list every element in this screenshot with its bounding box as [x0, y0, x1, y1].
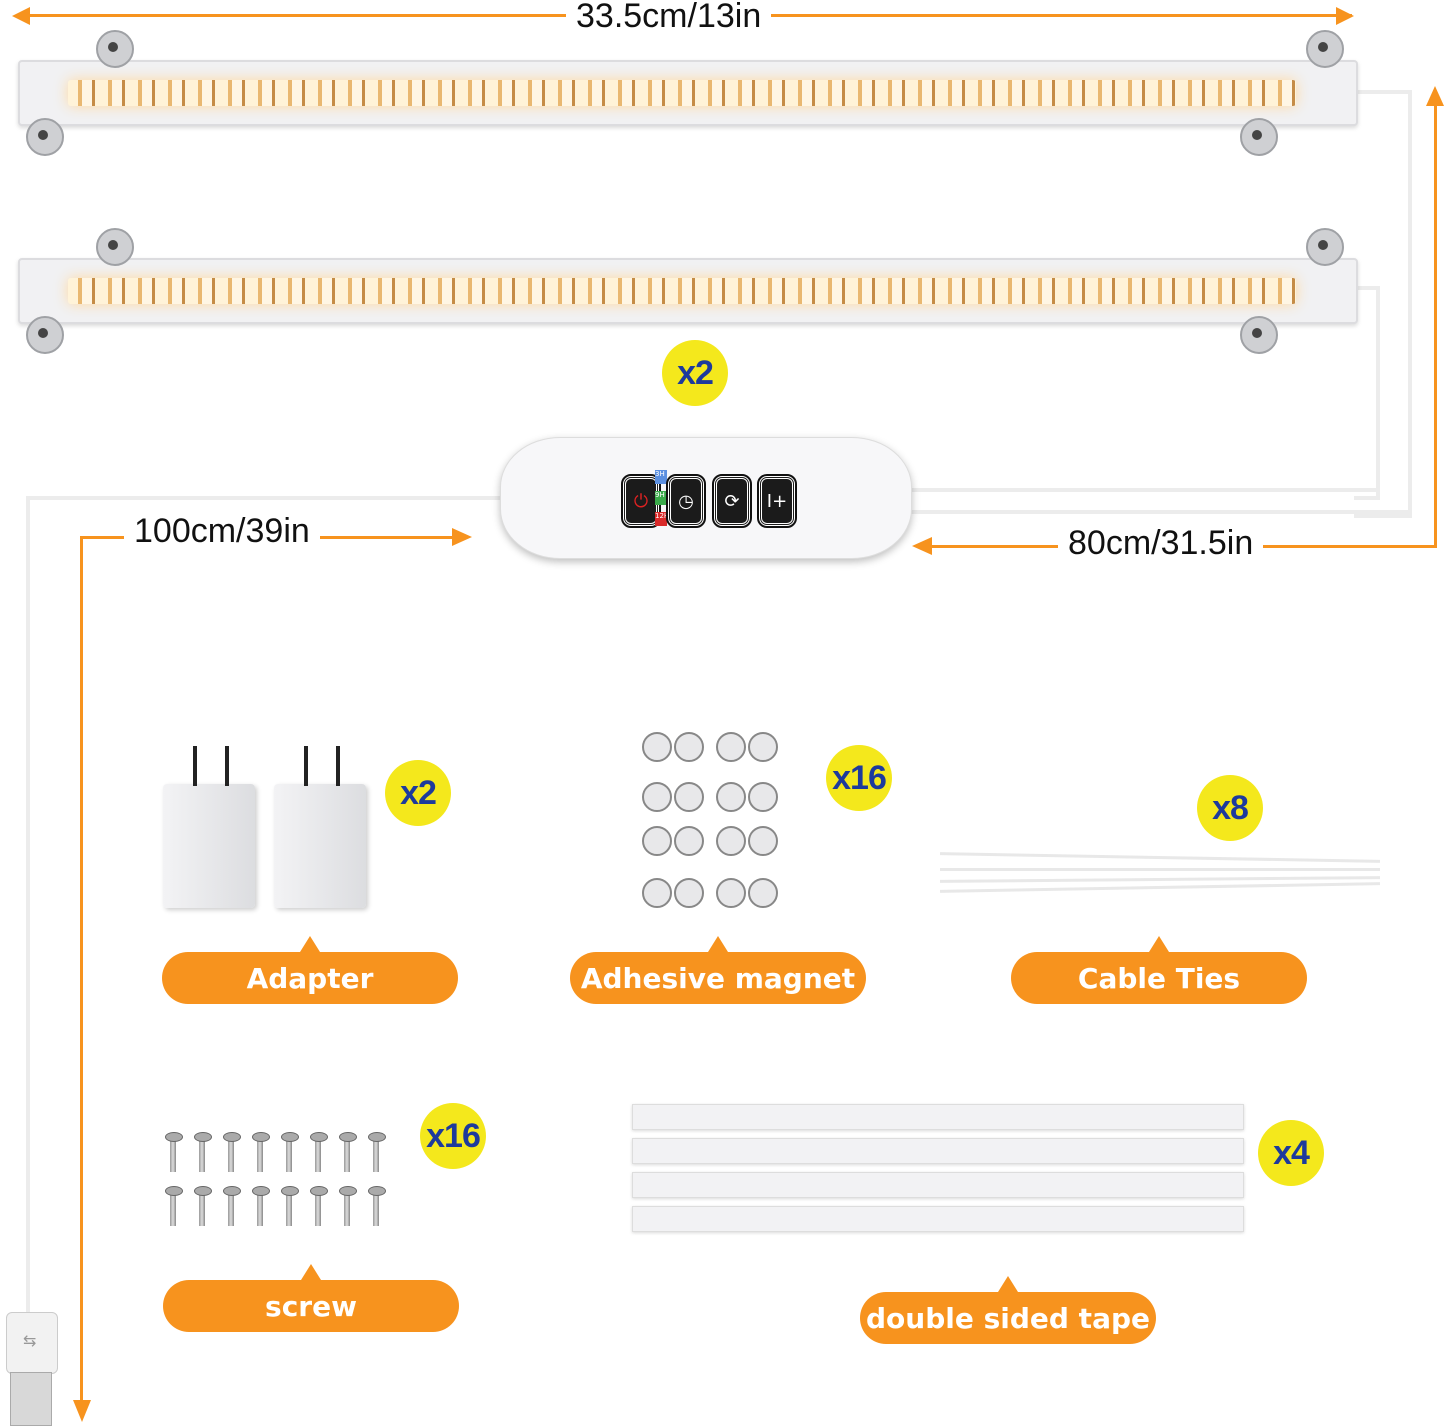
plus-icon: I+ [766, 490, 788, 512]
mount-clip [96, 228, 134, 266]
screw-piece [165, 1186, 183, 1226]
tape-strip [632, 1104, 1244, 1130]
screw-piece [223, 1132, 241, 1172]
mount-clip [1240, 316, 1278, 354]
adapter-count-badge: x2 [385, 760, 451, 826]
magnet-piece [674, 732, 704, 762]
screw-count-badge: x16 [420, 1103, 486, 1169]
wire-controller-right [910, 488, 1380, 492]
clock-icon: ◷ [678, 490, 694, 512]
magnet-piece [674, 878, 704, 908]
magnet-piece [674, 826, 704, 856]
arrow-up-icon [1426, 86, 1444, 106]
timer-9h-indicator: 9H [655, 491, 667, 505]
light-bar-1 [18, 60, 1358, 126]
tape-strip [632, 1138, 1244, 1164]
timer-3h-indicator: 3H [655, 470, 667, 484]
magnet-piece [748, 732, 778, 762]
power-button[interactable]: ⏻ [621, 474, 661, 528]
magnet-piece [642, 878, 672, 908]
cable-tie-count-badge: x8 [1197, 775, 1263, 841]
controller: ⏻ 3H 9H 12H ◷ ⟳ I+ [500, 437, 912, 559]
magnet-piece [716, 826, 746, 856]
screw-piece [368, 1132, 386, 1172]
screw-piece [252, 1186, 270, 1226]
magnet-piece [716, 878, 746, 908]
magnet-piece [674, 782, 704, 812]
usb-plug: ⇆ [6, 1312, 58, 1374]
arrow-left-icon [12, 7, 30, 25]
screw-piece [339, 1132, 357, 1172]
cable-tie [940, 882, 1380, 893]
tape-strip [632, 1172, 1244, 1198]
magnet-piece [716, 782, 746, 812]
screw-piece [252, 1132, 270, 1172]
cable-length-line-vertical [80, 536, 83, 1411]
arrow-right-icon [1336, 7, 1354, 25]
bar-length-label: 33.5cm/13in [566, 0, 772, 36]
light-bar-count-badge: x2 [662, 340, 728, 406]
wire-bottom-bar [1354, 286, 1380, 500]
arrow-right-icon [452, 528, 472, 546]
cable-tie [939, 876, 1381, 883]
screw-piece [194, 1132, 212, 1172]
screw-piece [281, 1186, 299, 1226]
wire-controller-right-2 [910, 510, 1410, 514]
mount-clip [1240, 118, 1278, 156]
magnet-piece [642, 732, 672, 762]
cable-length-label: 100cm/39in [124, 512, 320, 551]
usb-cable [26, 496, 510, 1320]
usb-connector [10, 1372, 52, 1426]
arrow-left-icon [912, 537, 932, 555]
adapter-image [163, 746, 255, 908]
magnet-piece [748, 782, 778, 812]
controller-cable-line-vertical [1434, 100, 1437, 548]
screw-piece [310, 1186, 328, 1226]
screw-piece [339, 1186, 357, 1226]
mount-clip [1306, 30, 1344, 68]
power-icon: ⏻ [633, 490, 649, 512]
arrow-down-icon [73, 1400, 91, 1422]
magnet-piece [716, 732, 746, 762]
led-strip [68, 278, 1296, 304]
mount-clip [26, 316, 64, 354]
magnet-piece [642, 826, 672, 856]
magnet-piece [748, 826, 778, 856]
magnet-piece [642, 782, 672, 812]
cycle-icon: ⟳ [724, 490, 740, 512]
screw-piece [310, 1132, 328, 1172]
tape-label: double sided tape [860, 1276, 1156, 1344]
screw-piece [368, 1186, 386, 1226]
screw-piece [281, 1132, 299, 1172]
led-strip [68, 80, 1296, 106]
timer-12h-indicator: 12H [655, 512, 669, 526]
cycle-button[interactable]: ⟳ [712, 474, 752, 528]
usb-icon: ⇆ [23, 1331, 37, 1350]
adapter-label: Adapter [162, 936, 458, 1004]
timer-button[interactable]: ◷ [666, 474, 706, 528]
cable-ties-label: Cable Ties [1011, 936, 1307, 1004]
tape-strip [632, 1206, 1244, 1232]
controller-cable-label: 80cm/31.5in [1058, 524, 1264, 563]
screw-label: screw [163, 1264, 459, 1332]
magnet-label: Adhesive magnet [570, 936, 866, 1004]
light-bar-2 [18, 258, 1358, 324]
magnet-count-badge: x16 [826, 745, 892, 811]
brightness-button[interactable]: I+ [757, 474, 797, 528]
screw-piece [223, 1186, 241, 1226]
tape-count-badge: x4 [1258, 1120, 1324, 1186]
screw-piece [165, 1132, 183, 1172]
mount-clip [96, 30, 134, 68]
wire-top-bar [1354, 90, 1412, 518]
cable-tie [940, 868, 1380, 871]
adapter-image [274, 746, 366, 908]
screw-piece [194, 1186, 212, 1226]
cable-tie [940, 852, 1380, 863]
magnet-piece [748, 878, 778, 908]
mount-clip [1306, 228, 1344, 266]
mount-clip [26, 118, 64, 156]
